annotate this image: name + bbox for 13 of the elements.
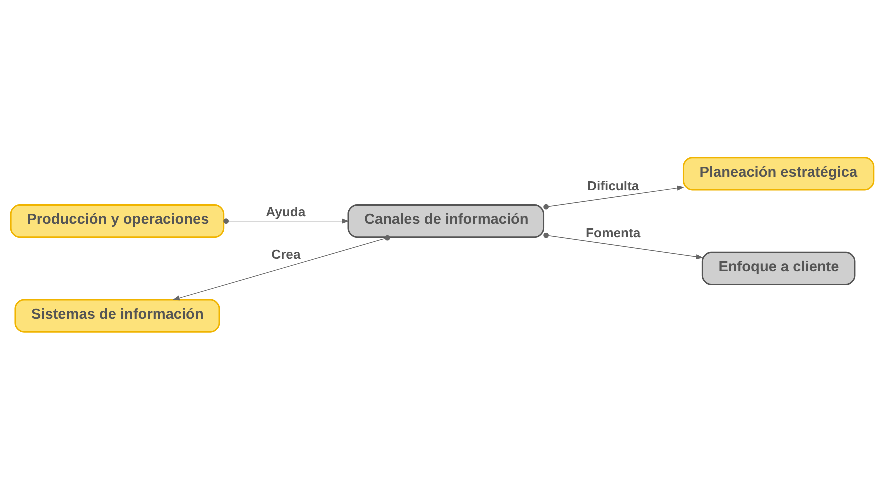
edge-label: Crea: [272, 246, 301, 262]
node-box: Canales de información: [348, 204, 545, 238]
edge-label: Dificulta: [588, 178, 640, 193]
arrow: [224, 218, 350, 224]
node-box: Sistemas de información: [14, 298, 220, 332]
node-box: Producción y operaciones: [10, 204, 225, 238]
edge-label: Fomenta: [586, 225, 641, 240]
arrow: [544, 232, 704, 260]
arrow: [172, 234, 390, 300]
edge-label: Ayuda: [266, 204, 306, 220]
node-box: Planeación estratégica: [682, 156, 875, 190]
arrow: [544, 185, 685, 210]
node-box: Enfoque a cliente: [702, 251, 856, 285]
